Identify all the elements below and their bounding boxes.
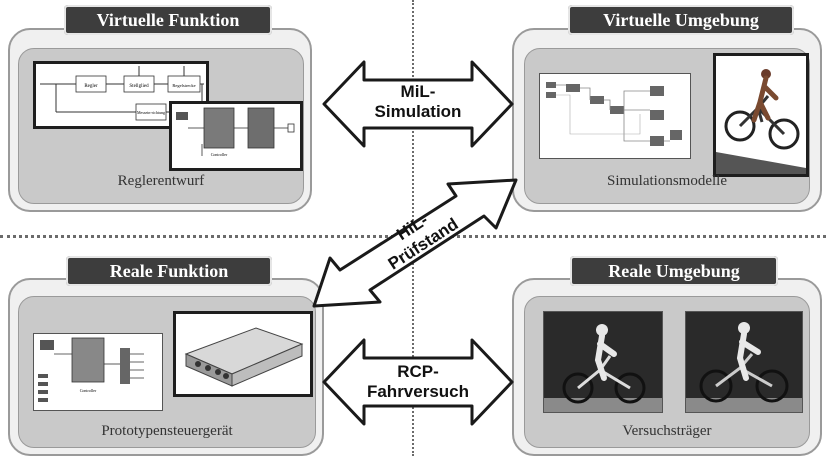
simulation-model-screenshot — [539, 73, 691, 159]
rcp-label-line2: Fahrversuch — [366, 382, 470, 401]
rcp-label-line1: RCP- — [397, 362, 439, 381]
caption-versuchstraeger: Versuchsträger — [622, 423, 712, 439]
caption-prototypensteuergeraet: Prototypensteuergerät — [101, 423, 233, 439]
inner-virtuelle-funktion: Regler Stellglied Regelstrecke Messein-r… — [18, 48, 304, 204]
ecu-device-svg — [176, 314, 310, 394]
title-reale-umgebung: Reale Umgebung — [570, 256, 778, 286]
mil-double-arrow — [322, 60, 514, 148]
rcp-double-arrow — [322, 338, 514, 426]
title-virtuelle-funktion: Virtuelle Funktion — [64, 5, 272, 35]
control-loop-svg: Regler Stellglied Regelstrecke Messein-r… — [40, 66, 204, 121]
test-vehicle-photo-2 — [685, 311, 803, 413]
test-vehicle-photo-1 — [543, 311, 663, 413]
prototype-simulink-svg: Controller — [38, 337, 144, 402]
mil-label: MiL- Simulation — [358, 82, 478, 122]
panel-reale-umgebung: Versuchsträger — [512, 278, 822, 456]
simulink-svg: Controller — [176, 107, 295, 157]
test-vehicle-photo-2-svg — [686, 312, 802, 412]
prototype-simulink-screenshot: Controller — [33, 333, 163, 411]
hil-diagonal-double-arrow — [312, 178, 518, 308]
label-controller-tl: Controller — [211, 152, 228, 157]
panel-virtuelle-funktion: Regler Stellglied Regelstrecke Messein-r… — [8, 28, 312, 212]
rcp-label: RCP- Fahrversuch — [358, 362, 478, 402]
control-loop-diagram: Regler Stellglied Regelstrecke Messein-r… — [33, 61, 209, 129]
label-regelstrecke: Regelstrecke — [172, 83, 195, 88]
caption-reglerentwurf: Reglerentwurf — [117, 173, 205, 189]
inner-reale-umgebung: Versuchsträger — [524, 296, 810, 448]
mil-label-line2: Simulation — [374, 102, 462, 121]
label-controller-bl: Controller — [80, 388, 97, 393]
label-regler: Regler — [84, 84, 98, 89]
test-vehicle-photo-1-svg — [544, 312, 662, 412]
title-virtuelle-umgebung: Virtuelle Umgebung — [568, 5, 794, 35]
label-messeinrichtung: Messein-richtung — [137, 110, 165, 115]
cyclist-simulation-image — [713, 53, 809, 177]
simulink-model-screenshot: Controller — [169, 101, 303, 171]
caption-simulationsmodelle: Simulationsmodelle — [607, 173, 727, 189]
inner-reale-funktion: Controller Prototypensteuergerät — [18, 296, 316, 448]
simulation-blocks-svg — [546, 82, 682, 146]
cyclist-simulation-svg — [716, 56, 806, 174]
title-reale-funktion: Reale Funktion — [66, 256, 272, 286]
inner-virtuelle-umgebung: Simulationsmodelle — [524, 48, 810, 204]
panel-reale-funktion: Controller Prototypensteuergerät — [8, 278, 324, 456]
ecu-device-image — [173, 311, 313, 397]
label-stellglied: Stellglied — [129, 84, 149, 89]
panel-virtuelle-umgebung: Simulationsmodelle — [512, 28, 822, 212]
mil-label-line1: MiL- — [400, 82, 436, 101]
